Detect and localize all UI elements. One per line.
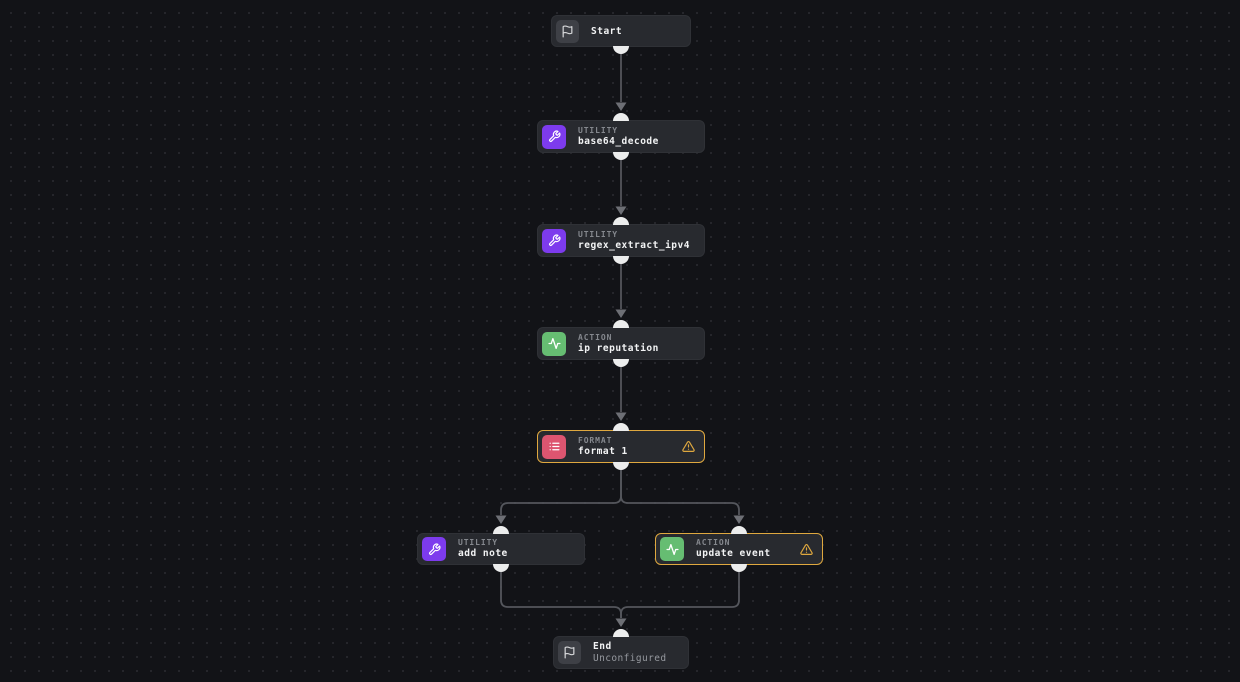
wrench-icon [422,537,446,561]
node-name: Start [591,25,623,37]
wrench-icon [542,124,566,149]
node-name: base64_decode [578,135,659,147]
wrench-icon [542,228,566,253]
connector-top[interactable] [613,113,629,121]
node-add-note[interactable]: UTILITY add note [417,526,585,572]
connector-bottom[interactable] [613,462,629,470]
connector-top[interactable] [613,320,629,328]
node-format-1[interactable]: FORMAT format 1 [537,423,705,470]
node-name: format 1 [578,445,628,457]
node-end[interactable]: End Unconfigured [553,629,689,669]
node-type-label: ACTION [696,538,731,547]
connector-bottom[interactable] [613,256,629,264]
node-name: update event [696,548,771,559]
connector-bottom[interactable] [731,564,747,572]
connector-top[interactable] [613,629,629,637]
connector-bottom[interactable] [613,359,629,367]
activity-icon [660,537,684,561]
node-regex-extract-ipv4[interactable]: UTILITY regex_extract_ipv4 [537,217,705,264]
node-update-event[interactable]: ACTION update event [655,526,823,572]
connector-top[interactable] [493,526,509,534]
node-ip-reputation[interactable]: ACTION ip reputation [537,320,705,367]
connector-bottom[interactable] [613,46,629,54]
connector-bottom[interactable] [613,152,629,160]
node-base64-decode[interactable]: UTILITY base64_decode [537,113,705,160]
connector-bottom[interactable] [493,564,509,572]
node-start[interactable]: Start [551,15,691,54]
node-name: add note [458,548,508,559]
node-status: Unconfigured [593,652,667,664]
flag-icon [556,19,579,43]
flag-icon [558,641,581,664]
node-type-label: UTILITY [578,229,619,239]
node-name: regex_extract_ipv4 [578,239,690,251]
connector-top[interactable] [613,217,629,225]
activity-icon [542,331,566,356]
connector-top[interactable] [613,423,629,431]
list-icon [542,434,566,459]
warning-icon [800,543,813,556]
node-name: ip reputation [578,342,659,354]
node-type-label: FORMAT [578,435,613,445]
node-type-label: UTILITY [458,538,499,547]
connector-top[interactable] [731,526,747,534]
node-name: End [593,640,612,652]
node-type-label: ACTION [578,332,613,342]
node-type-label: UTILITY [578,125,619,135]
warning-icon [682,440,695,453]
